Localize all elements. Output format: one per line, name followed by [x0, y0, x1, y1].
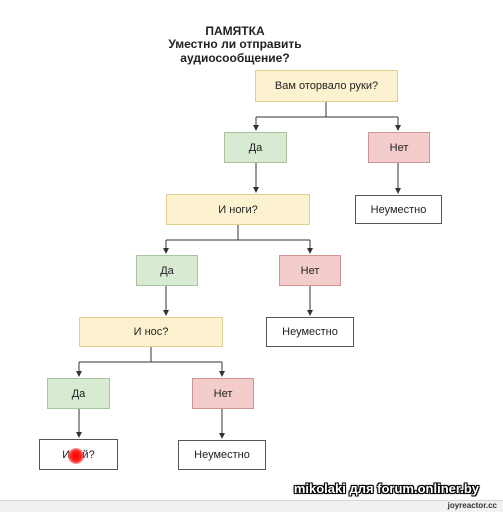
connector-nose-split: [79, 347, 222, 363]
answer-no-1: Нет: [368, 132, 430, 163]
answer-yes-1: Да: [224, 132, 287, 163]
answer-no-2: Нет: [279, 255, 341, 286]
terminal-inappropriate-3: Неуместно: [178, 440, 266, 470]
memo-title: ПАМЯТКА: [205, 24, 265, 38]
answer-no-3: Нет: [192, 378, 254, 409]
question-nose: И нос?: [79, 317, 223, 347]
terminal-inappropriate-2: Неуместно: [266, 317, 354, 347]
terminal-inappropriate-1: Неуместно: [355, 195, 442, 224]
answer-yes-3: Да: [47, 378, 110, 409]
footer-site-link[interactable]: joyreactor.cc: [447, 501, 497, 510]
question-hands: Вам оторвало руки?: [255, 70, 398, 102]
question-legs: И ноги?: [166, 194, 310, 225]
footer-bar: joyreactor.cc: [0, 500, 503, 512]
connector-legs-split: [166, 225, 310, 241]
censor-dot: [68, 448, 84, 464]
connector-hands-split: [256, 102, 398, 118]
answer-yes-2: Да: [136, 255, 198, 286]
memo-subtitle: Уместно ли отправить аудиосообщение?: [168, 37, 302, 65]
watermark-text: mikolaki для forum.onliner.by: [293, 481, 479, 496]
